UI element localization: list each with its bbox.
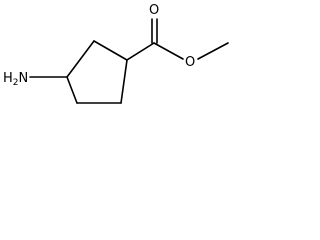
chemical-structure-drawing: H2N O O <box>3 3 229 104</box>
carbonyl-oxygen-label: O <box>149 3 159 18</box>
methyl-bond <box>197 42 229 60</box>
amine-n-glyph: N <box>19 71 29 86</box>
ester-oxygen-label: O <box>185 55 195 70</box>
ring-bond-top <box>93 40 128 61</box>
ester-oxygen-bond <box>153 42 184 60</box>
ring-bond-right <box>120 59 128 104</box>
amine-h-glyph: H <box>3 71 13 86</box>
ring-bond-left-lower <box>66 76 78 104</box>
ring-bond-left-upper <box>66 40 95 78</box>
carboxyl-bond <box>126 42 155 61</box>
amine-label: H2N <box>3 71 28 88</box>
amine-h-count: 2 <box>13 78 19 88</box>
